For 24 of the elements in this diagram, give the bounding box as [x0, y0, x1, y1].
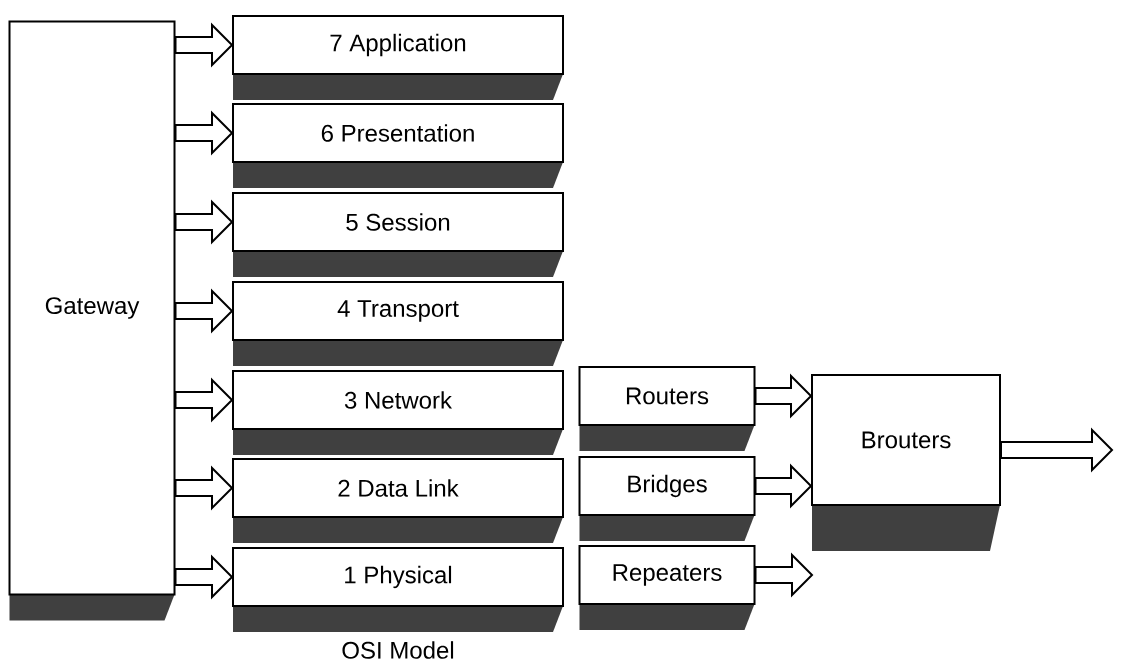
layer-box: 3 Network: [232, 370, 564, 455]
block-arrow: [174, 22, 234, 68]
layer-box: 2 Data Link: [232, 458, 564, 543]
block-arrow: [174, 288, 234, 334]
caption: OSI Model: [342, 641, 454, 659]
block-arrow: [754, 373, 813, 419]
device-box: Repeaters: [578, 545, 756, 630]
layer-box: 4 Transport: [232, 281, 564, 366]
layer-box: 6 Presentation: [232, 103, 564, 188]
block-arrow: [174, 465, 234, 511]
block-arrow: [174, 110, 234, 156]
block-arrow: [754, 463, 813, 509]
block-arrow: [174, 377, 234, 423]
gateway-box: Gateway: [8, 20, 176, 621]
layer-box: 7 Application: [232, 15, 564, 100]
device-box: Routers: [578, 366, 756, 451]
device-box: Bridges: [578, 456, 756, 541]
layer-box: 1 Physical: [232, 547, 564, 632]
block-arrow: [174, 554, 234, 600]
block-arrow: [174, 199, 234, 245]
brouters-box: Brouters: [811, 374, 1001, 551]
layer-box: 5 Session: [232, 192, 564, 277]
block-arrow: [754, 552, 814, 598]
block-arrow: [1000, 427, 1114, 473]
